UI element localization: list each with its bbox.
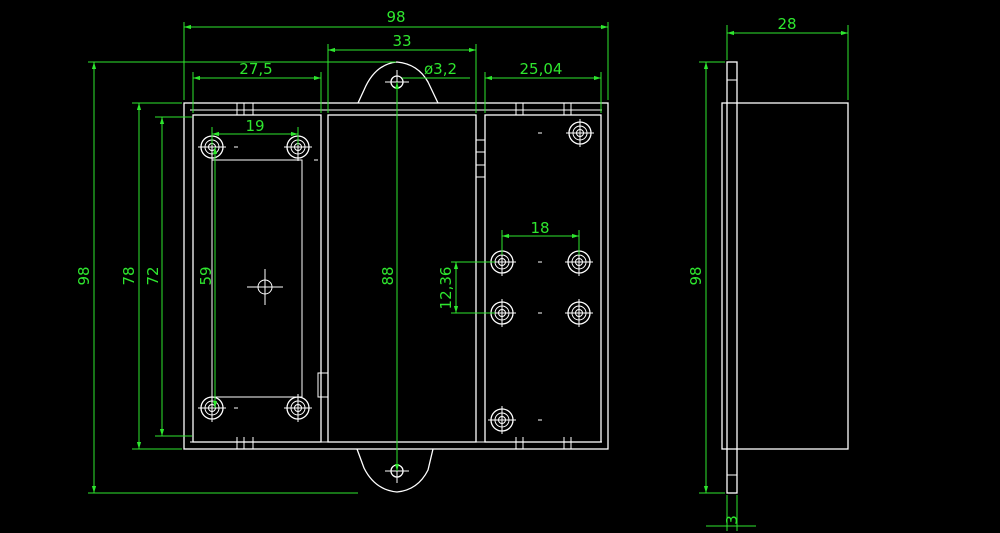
top-notches bbox=[236, 103, 572, 115]
dim-left-hole-vspacing: 59 bbox=[197, 266, 215, 285]
dim-center-width: 33 bbox=[392, 32, 411, 50]
center-compartment bbox=[327, 114, 477, 443]
dim-right-hole-vspacing: 12,36 bbox=[437, 267, 455, 310]
dim-left-width: 27,5 bbox=[239, 60, 272, 78]
front-dimensions: 98 33 ø3,2 27,5 25,04 19 18 98 78 72 59 … bbox=[75, 8, 609, 494]
dim-overall-height: 98 bbox=[75, 266, 93, 285]
side-dimensions: 28 98 3 bbox=[687, 15, 849, 531]
dim-center-height: 88 bbox=[379, 266, 397, 285]
divider-clips bbox=[317, 139, 486, 398]
dim-overall-width: 98 bbox=[386, 8, 405, 26]
side-flange bbox=[726, 61, 738, 494]
right-compartment bbox=[484, 114, 602, 443]
left-compartment bbox=[192, 114, 322, 443]
side-body bbox=[721, 102, 849, 450]
dim-left-hole-spacing: 19 bbox=[245, 117, 264, 135]
dim-flange-thickness: 3 bbox=[723, 515, 741, 525]
dim-body-height: 78 bbox=[120, 266, 138, 285]
side-view bbox=[721, 61, 849, 494]
bottom-notches bbox=[236, 437, 572, 449]
bottom-mounting-ear bbox=[356, 448, 434, 493]
dim-right-hole-spacing: 18 bbox=[530, 219, 549, 237]
dim-side-height: 98 bbox=[687, 266, 705, 285]
dim-inner-height: 72 bbox=[144, 266, 162, 285]
dim-side-depth: 28 bbox=[777, 15, 796, 33]
dim-hole-diameter: ø3,2 bbox=[424, 60, 457, 78]
dim-right-width: 25,04 bbox=[520, 60, 563, 78]
top-mounting-ear bbox=[357, 61, 439, 104]
left-compartment-inner bbox=[211, 159, 303, 398]
